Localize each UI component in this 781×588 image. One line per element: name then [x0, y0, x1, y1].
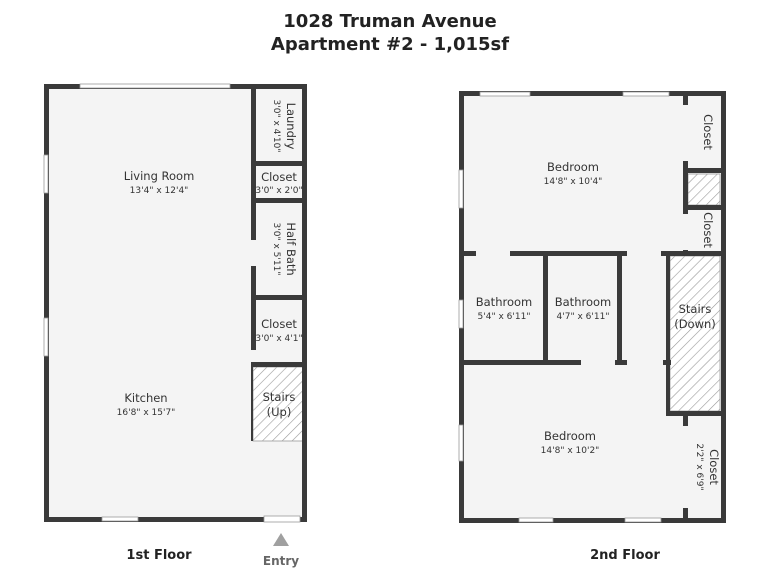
bathroom-label: Bathroom: [555, 295, 611, 309]
first-floor-plan: Living Room 13'4" x 12'4" Kitchen 16'8" …: [43, 83, 307, 568]
unit-subtitle: Apartment #2 - 1,015sf: [271, 34, 509, 55]
entry-arrow-icon: [273, 533, 289, 546]
stairs-up-hatch: [252, 366, 304, 442]
bedroom-dims: 14'8" x 10'2": [541, 446, 600, 456]
window: [518, 517, 554, 523]
closet-label: Closet: [261, 170, 297, 184]
half-bath-label: Half Bath: [284, 222, 298, 275]
window: [479, 91, 531, 97]
closet-dims: 2'2" x 6'9": [694, 443, 704, 490]
window: [458, 424, 464, 462]
window: [43, 154, 49, 194]
living-room-dims: 13'4" x 12'4": [130, 186, 189, 196]
closet-dims: 3'0" x 2'0": [255, 186, 302, 196]
bedroom-label: Bedroom: [544, 429, 596, 443]
bathroom-label: Bathroom: [476, 295, 532, 309]
stairs-direction-label: (Down): [674, 317, 716, 331]
window: [43, 317, 49, 357]
bedroom-dims: 14'8" x 10'4": [544, 177, 603, 187]
stairs-direction-label: (Up): [267, 405, 292, 419]
stairs-down-hatch: [669, 255, 721, 412]
window: [458, 299, 464, 329]
closet-dims: 3'0" x 4'1": [255, 334, 302, 344]
window: [458, 169, 464, 209]
bathroom-dims: 5'4" x 6'11": [478, 312, 531, 322]
bathroom-dims: 4'7" x 6'11": [557, 312, 610, 322]
second-floor-plan: Bedroom 14'8" x 10'4" Closet Closet Bath…: [458, 91, 726, 563]
window: [624, 517, 662, 523]
closet-label: Closet: [261, 317, 297, 331]
window: [79, 83, 231, 89]
kitchen-label: Kitchen: [124, 391, 167, 405]
first-floor-label: 1st Floor: [126, 548, 192, 563]
chase-hatch: [687, 173, 721, 206]
laundry-dims: 3'0" x 4'10": [271, 100, 281, 153]
window: [101, 516, 139, 522]
kitchen-dims: 16'8" x 15'7": [117, 408, 176, 418]
bedroom-label: Bedroom: [547, 160, 599, 174]
stairs-label: Stairs: [263, 390, 296, 404]
second-floor-label: 2nd Floor: [590, 548, 660, 563]
entry-label: Entry: [263, 554, 299, 568]
closet-label: Closet: [701, 114, 715, 150]
window: [622, 91, 670, 97]
laundry-label: Laundry: [284, 103, 298, 150]
half-bath-dims: 3'0" x 5'11": [271, 223, 281, 276]
address-title: 1028 Truman Avenue: [283, 11, 496, 32]
stairs-label: Stairs: [679, 302, 712, 316]
entry-door: [263, 515, 301, 523]
closet-label: Closet: [701, 212, 715, 248]
living-room-label: Living Room: [124, 169, 195, 183]
closet-label: Closet: [707, 449, 721, 485]
